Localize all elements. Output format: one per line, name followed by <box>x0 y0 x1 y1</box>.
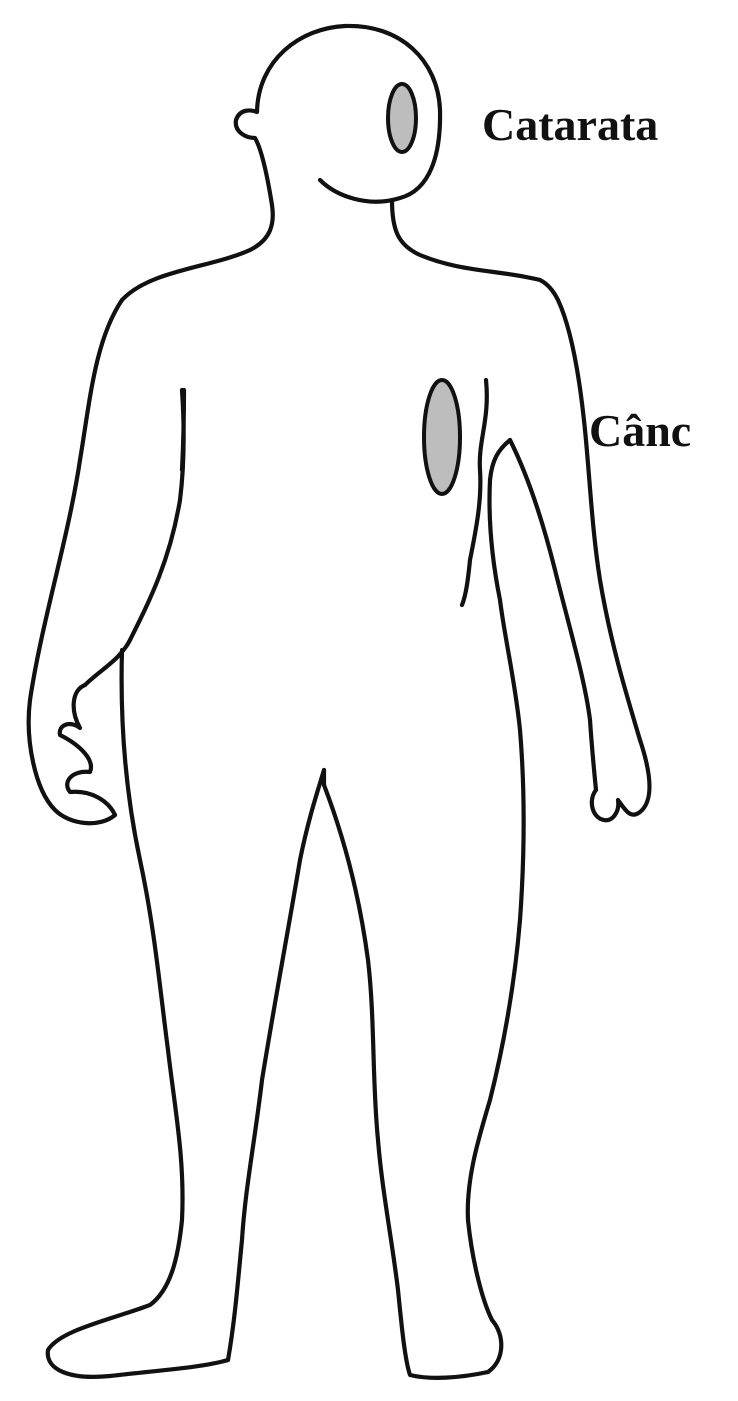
left-armpit-line <box>182 390 184 470</box>
right-arm-inner-outline <box>510 440 596 790</box>
neck-right-outline <box>392 200 540 280</box>
right-arm-outer-outline <box>540 280 640 740</box>
left-arm-inner-outline <box>85 390 184 685</box>
cancer-label: Cânc <box>589 408 738 454</box>
cancer-marker <box>424 380 460 494</box>
right-breast-line <box>462 380 487 605</box>
right-leg-inner-outline <box>324 785 488 1378</box>
left-leg-inner-outline <box>228 770 324 1360</box>
cataract-marker <box>388 84 416 152</box>
cataract-label: Catarata <box>482 102 658 148</box>
right-hand-outline <box>592 740 650 820</box>
left-hand-outline <box>60 685 115 815</box>
neck-left-outline <box>122 205 273 300</box>
right-leg-outer-outline <box>468 600 524 1372</box>
left-leg-outer-outline <box>48 650 228 1377</box>
right-torso-outline <box>489 440 510 600</box>
